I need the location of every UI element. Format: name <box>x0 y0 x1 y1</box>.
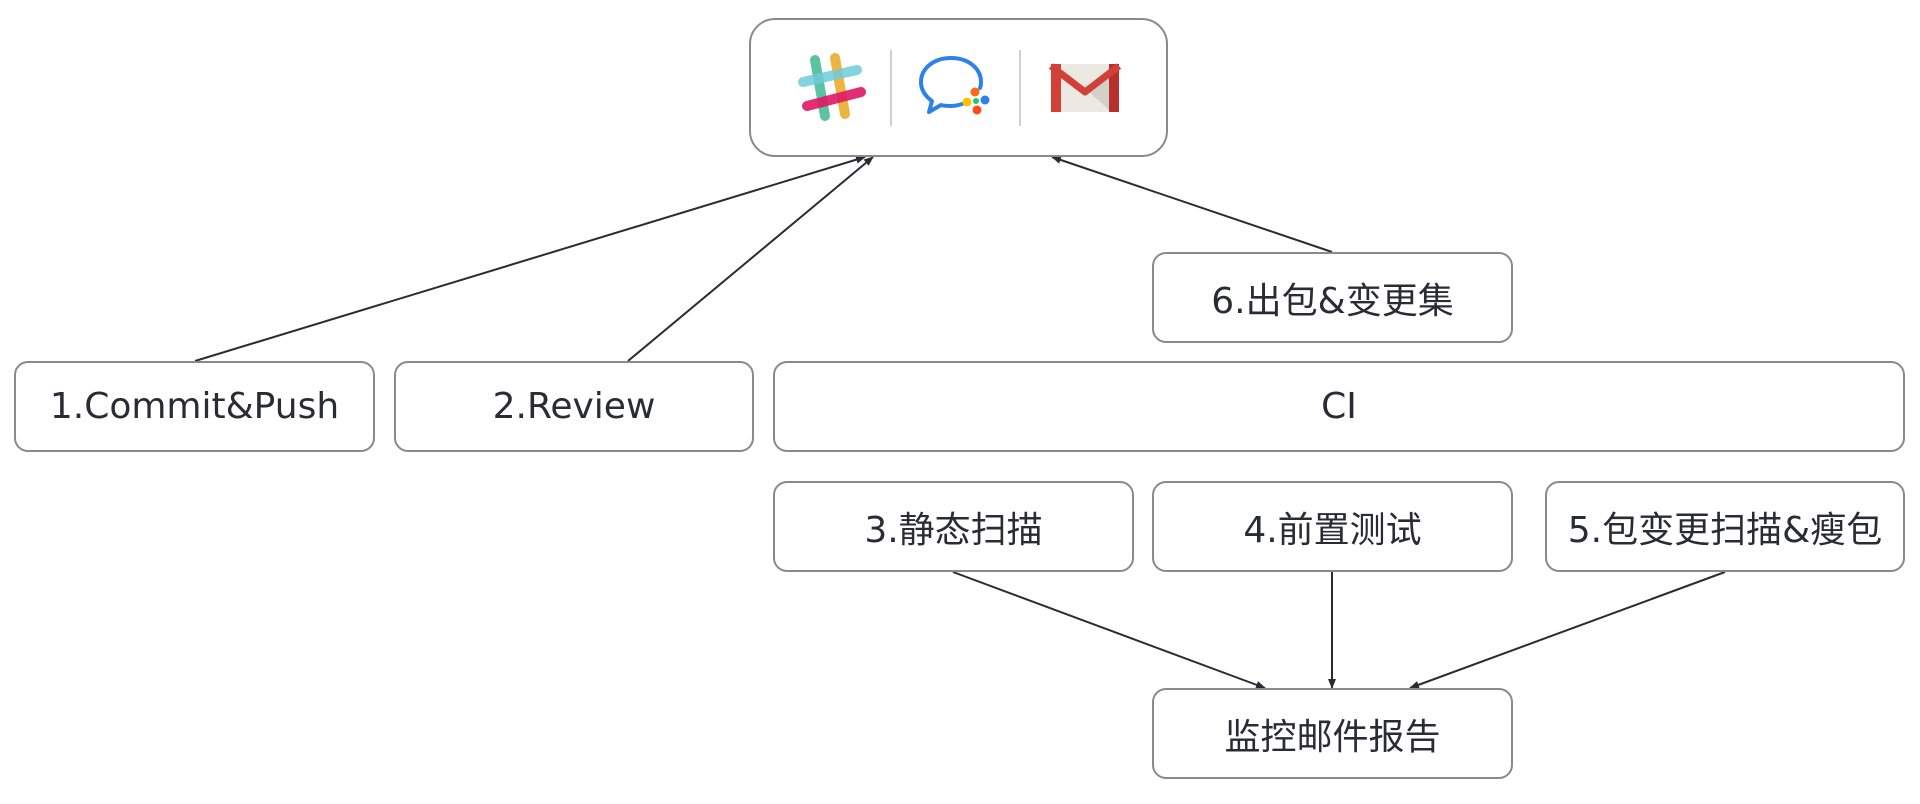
node-static-scan: 3.静态扫描 <box>773 481 1134 572</box>
node-package-changeset: 6.出包&变更集 <box>1152 252 1513 343</box>
wechat-work-icon <box>919 56 990 115</box>
node-label: 监控邮件报告 <box>1224 716 1441 758</box>
node-label: 1.Commit&Push <box>49 386 340 427</box>
arrow-static-to-report <box>952 571 1266 689</box>
node-review: 2.Review <box>394 361 754 452</box>
node-label: CI <box>1321 386 1357 427</box>
node-commit-push: 1.Commit&Push <box>14 361 375 452</box>
icon-divider <box>890 50 892 126</box>
arrow-review-to-notify <box>627 156 874 362</box>
node-pre-test: 4.前置测试 <box>1152 481 1513 572</box>
notification-channels-box <box>749 18 1168 157</box>
node-ci: CI <box>773 361 1905 452</box>
node-label: 6.出包&变更集 <box>1211 280 1454 322</box>
node-label: 4.前置测试 <box>1243 509 1422 551</box>
gmail-icon <box>1048 63 1122 112</box>
node-label: 3.静态扫描 <box>864 509 1043 551</box>
arrow-slim-to-report <box>1409 571 1726 689</box>
arrow-commit-to-notify <box>194 155 866 362</box>
node-package-scan-slim: 5.包变更扫描&瘦包 <box>1545 481 1905 572</box>
node-label: 5.包变更扫描&瘦包 <box>1567 509 1883 551</box>
arrow-package-to-notify <box>1051 156 1333 253</box>
node-monitor-email-report: 监控邮件报告 <box>1152 688 1513 779</box>
node-label: 2.Review <box>492 386 656 427</box>
slack-icon <box>798 53 866 121</box>
icon-divider <box>1019 50 1021 126</box>
